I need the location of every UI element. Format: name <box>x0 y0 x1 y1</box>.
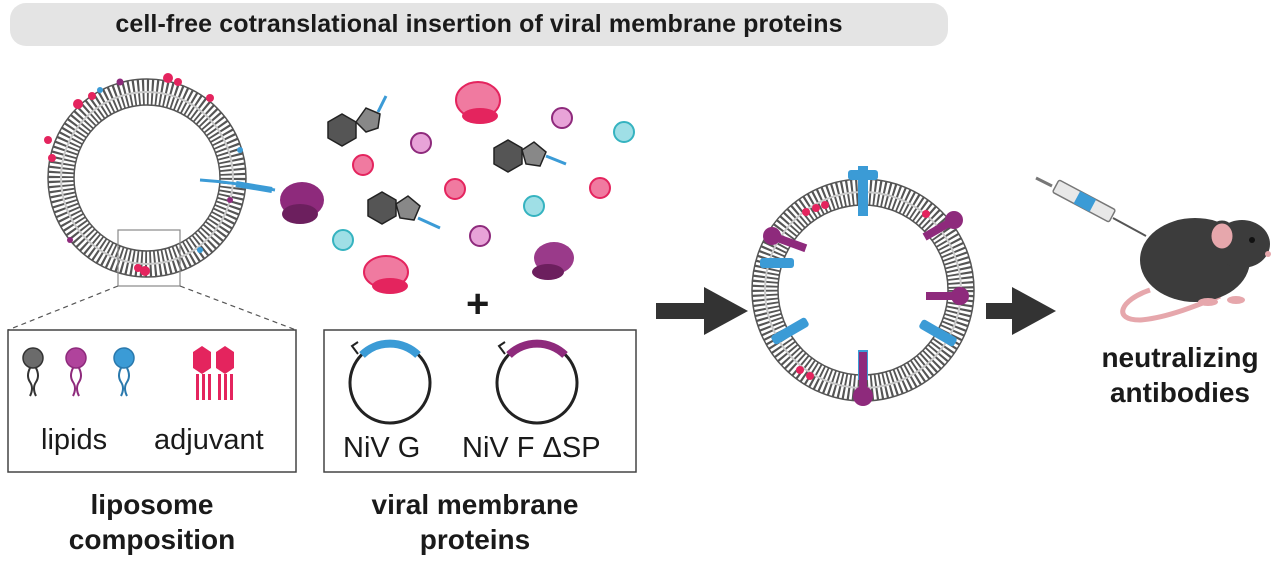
small-molecule-icon <box>367 191 441 230</box>
ribosome-icon <box>455 81 501 124</box>
ribosome-icon <box>363 255 409 294</box>
lipid-gray-icon <box>22 347 44 397</box>
neutralizing-antibodies-caption: neutralizing antibodies <box>1082 340 1278 410</box>
liposome-left <box>44 73 247 278</box>
caption-line: antibodies <box>1109 377 1250 408</box>
plasmid-niv-f-icon <box>495 339 579 425</box>
protein-panel <box>323 329 637 473</box>
caption-line: viral membrane <box>371 489 579 520</box>
adjuvant-label: adjuvant <box>154 424 264 456</box>
adjuvant-icon <box>193 346 234 400</box>
plus-sign: + <box>466 282 490 326</box>
caption-line: liposome <box>90 489 214 520</box>
composition-panel <box>7 329 297 473</box>
caption-line: composition <box>68 524 236 555</box>
liposome-composition-caption: liposome composition <box>32 487 272 557</box>
plasmid1-label: NiV G <box>343 432 421 464</box>
small-molecule-icon <box>327 95 388 147</box>
lipid-magenta-icon <box>65 347 87 397</box>
arrow-to-mouse <box>986 287 1056 335</box>
lipid-blue-icon <box>113 347 135 397</box>
caption-line: neutralizing <box>1101 342 1259 373</box>
syringe-icon <box>1035 176 1147 237</box>
small-molecule-icon <box>493 139 567 173</box>
plasmid2-label: NiV F ΔSP <box>462 432 601 464</box>
caption-line: proteins <box>419 524 531 555</box>
inserted-segment <box>235 181 273 193</box>
viral-membrane-proteins-caption: viral membrane proteins <box>330 487 620 557</box>
lipids-label: lipids <box>41 424 108 456</box>
mouse-icon <box>1120 218 1271 323</box>
zoom-box <box>117 229 181 287</box>
zoom-line-right <box>179 285 297 331</box>
proteoliposome <box>751 166 975 406</box>
zoom-line-left <box>7 285 119 331</box>
plasmid-niv-g-icon <box>348 339 432 425</box>
ribosome-icon <box>532 242 574 280</box>
ribosome-icon <box>280 182 324 224</box>
arrow-to-proteoliposome <box>656 287 748 335</box>
title-text: cell-free cotranslational insertion of v… <box>115 10 843 38</box>
title-banner: cell-free cotranslational insertion of v… <box>10 3 948 46</box>
molecule-dots <box>332 107 635 251</box>
